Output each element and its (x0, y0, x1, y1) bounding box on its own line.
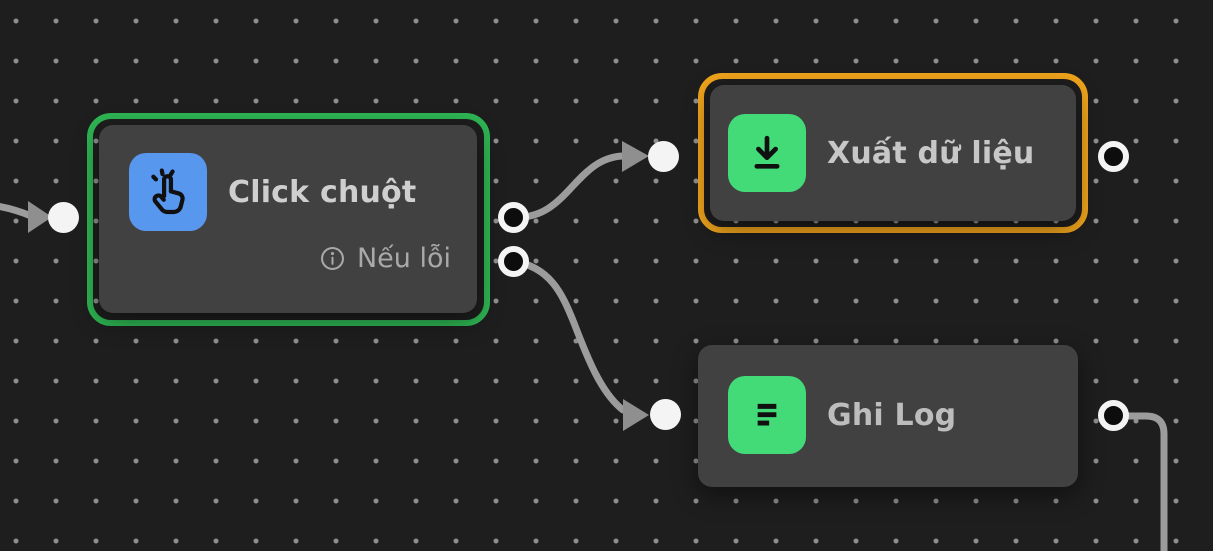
hand-tap-icon (129, 153, 207, 231)
connector-click-chuot-error-to-ghi-log[interactable] (509, 257, 649, 431)
node-title: Click chuột (228, 174, 417, 210)
port-output-click-chuot[interactable] (498, 202, 529, 233)
download-icon (728, 114, 806, 192)
selection-ring-click-chuot (87, 113, 490, 326)
port-input-click-chuot[interactable] (48, 202, 79, 233)
info-icon (320, 247, 344, 270)
node-xuat-du-lieu[interactable]: Xuất dữ liệu (710, 85, 1076, 221)
node-click-chuot[interactable]: Click chuột Nếu lỗi (99, 125, 477, 313)
node-title: Ghi Log (827, 397, 957, 433)
selection-ring-xuat-du-lieu (698, 73, 1088, 233)
error-branch-label[interactable]: Nếu lỗi (319, 243, 451, 274)
arrowhead-icon (28, 201, 52, 233)
arrowhead-icon (622, 141, 649, 172)
node-title: Xuất dữ liệu (827, 135, 1035, 171)
node-ghi-log[interactable]: Ghi Log (698, 345, 1078, 487)
align-left-icon (728, 376, 806, 454)
port-output-ghi-log[interactable] (1098, 400, 1129, 431)
connector-ghi-log-outgoing[interactable] (1109, 412, 1168, 551)
error-label: Nếu lỗi (356, 243, 451, 274)
connector-click-chuot-to-xuat-du-lieu[interactable] (509, 141, 649, 221)
arrowhead-icon (623, 399, 649, 431)
connector-incoming-to-click-chuot[interactable] (0, 201, 52, 233)
port-error-output-click-chuot[interactable] (498, 246, 529, 277)
port-output-xuat-du-lieu[interactable] (1098, 141, 1129, 172)
port-input-xuat-du-lieu[interactable] (648, 141, 679, 172)
port-input-ghi-log[interactable] (650, 399, 681, 430)
